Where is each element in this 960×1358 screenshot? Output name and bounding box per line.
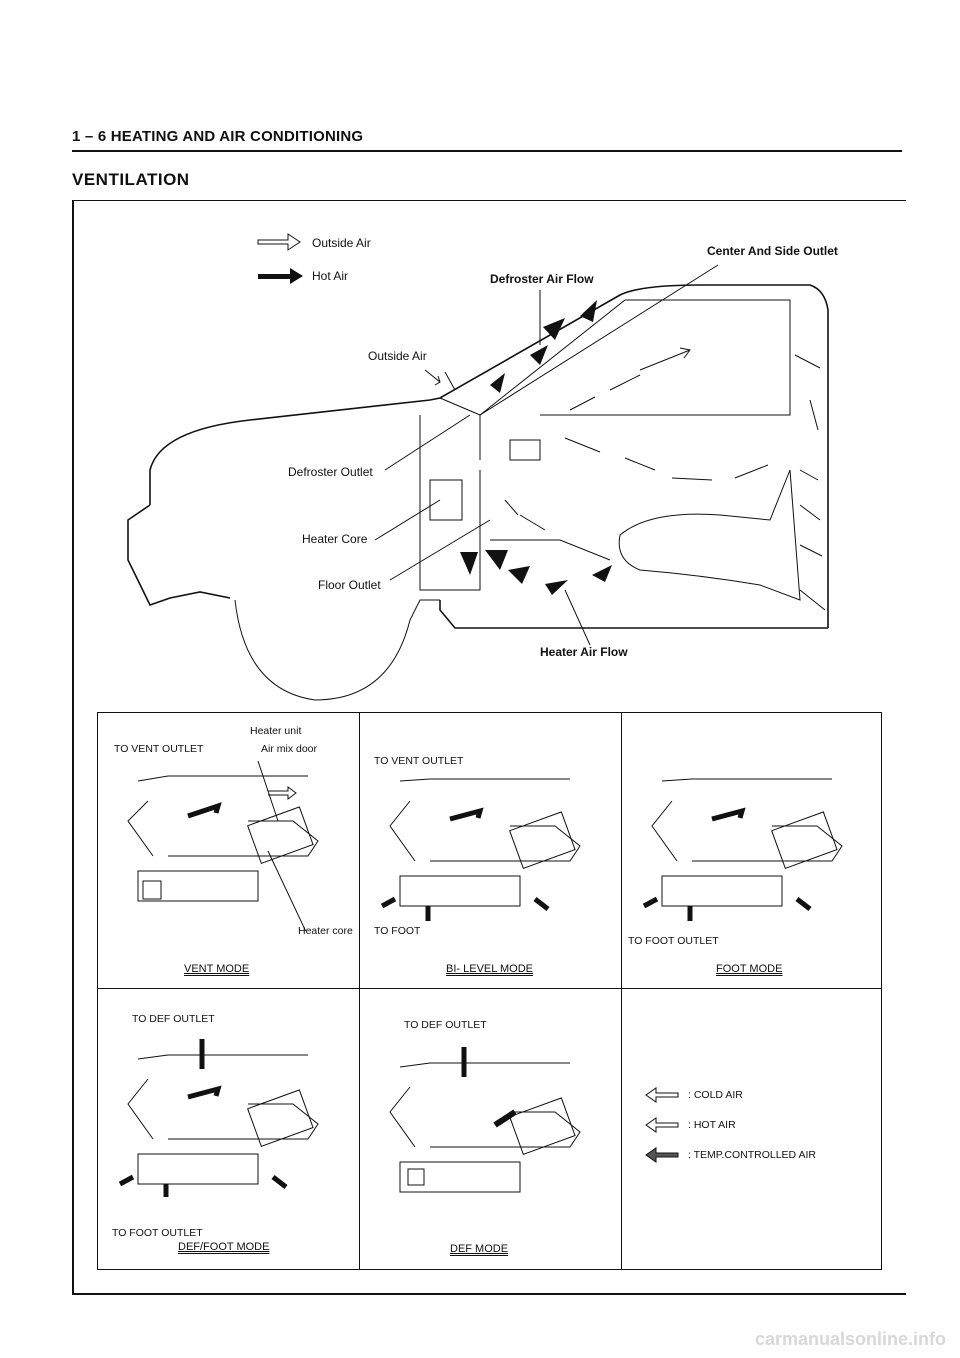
to-foot-outlet-label: TO FOOT OUTLET: [112, 1227, 203, 1239]
bilevel-mode-panel: TO VENT OUTLET TO FOOT BI- LEVEL MODE: [360, 713, 622, 989]
watermark: carmanualsonline.info: [754, 1329, 946, 1349]
def-mode-panel: TO DEF OUTLET DEF MODE: [360, 989, 622, 1269]
heater-unit-label: Heater unit: [250, 725, 302, 737]
deffoot-mode-caption: DEF/FOOT MODE: [178, 1241, 270, 1253]
label-center-side-outlet: Center And Side Outlet: [707, 244, 838, 258]
label-heater-air-flow: Heater Air Flow: [540, 645, 628, 659]
legend-cold-air: : COLD AIR: [688, 1089, 743, 1101]
temp-air-arrow-icon: [645, 1147, 679, 1163]
cold-air-arrow-icon: [645, 1087, 679, 1103]
to-vent-outlet-label: TO VENT OUTLET: [374, 755, 464, 767]
to-foot-label: TO FOOT: [374, 925, 421, 937]
vent-mode-schematic: [127, 761, 319, 931]
air-mix-door-label: Air mix door: [261, 743, 318, 755]
section-header: 1 – 6 HEATING AND AIR CONDITIONING: [72, 128, 364, 145]
to-def-outlet-label: TO DEF OUTLET: [404, 1019, 487, 1031]
to-vent-outlet-label: TO VENT OUTLET: [114, 743, 204, 755]
label-heater-core: Heater Core: [302, 532, 368, 546]
figure-frame: [72, 200, 906, 1295]
legend-hot-air: : HOT AIR: [688, 1119, 736, 1131]
label-outside-air: Outside Air: [368, 349, 427, 363]
foot-mode-caption: FOOT MODE: [716, 963, 783, 975]
legend-outside-air: Outside Air: [312, 236, 371, 250]
page-title: VENTILATION: [72, 170, 190, 189]
legend-hot-air: Hot Air: [312, 269, 349, 283]
legend-temp-air: : TEMP.CONTROLLED AIR: [688, 1149, 816, 1161]
deffoot-mode-schematic: [118, 1039, 319, 1197]
vent-mode-panel: Heater unit TO VENT OUTLET Air mix door …: [98, 713, 360, 989]
to-def-outlet-label: TO DEF OUTLET: [132, 1013, 215, 1025]
def-mode-caption: DEF MODE: [450, 1243, 509, 1255]
def-mode-schematic: [389, 1047, 581, 1193]
bilevel-mode-schematic: [380, 778, 581, 921]
hot-air-arrow-icon: [645, 1117, 679, 1133]
air-legend-panel: : COLD AIR : HOT AIR : TEMP.CONTROLLED A…: [622, 989, 881, 1269]
vehicle-airflow-diagram: [127, 233, 829, 701]
label-defroster-air-flow: Defroster Air Flow: [490, 272, 594, 286]
to-foot-outlet-label: TO FOOT OUTLET: [628, 935, 719, 947]
foot-mode-schematic: [642, 778, 843, 921]
deffoot-mode-panel: TO DEF OUTLET TO FOOT OUTLET DEF/FOOT MO…: [98, 989, 360, 1269]
mode-grid: Heater unit TO VENT OUTLET Air mix door …: [97, 712, 882, 1270]
heater-core-label: Heater core: [298, 925, 353, 937]
label-defroster-outlet: Defroster Outlet: [288, 465, 373, 479]
label-floor-outlet: Floor Outlet: [318, 578, 381, 592]
foot-mode-panel: TO FOOT OUTLET FOOT MODE: [622, 713, 881, 989]
legend-arrow-icons: [645, 1087, 679, 1163]
header-rule: [72, 150, 902, 152]
bilevel-mode-caption: BI- LEVEL MODE: [446, 963, 534, 975]
vent-mode-caption: VENT MODE: [184, 963, 250, 975]
